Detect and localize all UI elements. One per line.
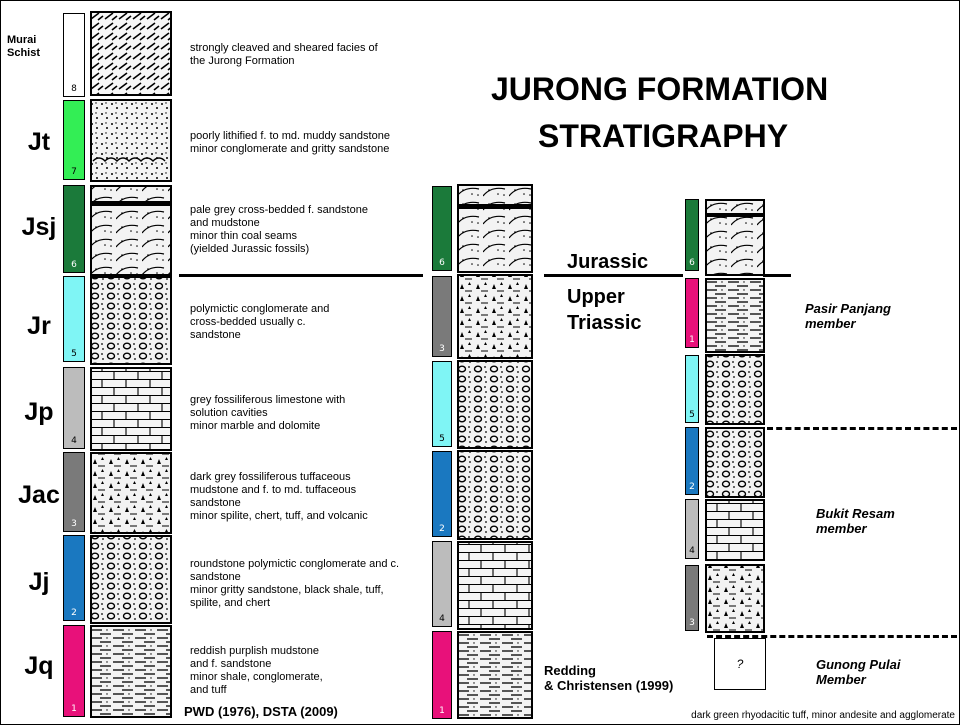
middle-swatch-number: 2	[439, 524, 445, 534]
unit-code-murai-schist: Murai Schist	[7, 34, 41, 59]
right-lithology-column	[705, 199, 765, 633]
member-boundary-upper	[767, 427, 957, 430]
right-swatch-2: 2	[685, 427, 699, 495]
unit-description-jp: grey fossiliferous limestone with soluti…	[190, 394, 346, 432]
unit-description-jt: poorly lithified f. to md. muddy sandsto…	[190, 130, 390, 155]
unit-description-jac: dark grey fossiliferous tuffaceous mudst…	[190, 471, 368, 522]
left-swatch-4: 4	[63, 367, 85, 449]
right-swatch-1: 1	[685, 278, 699, 348]
period-label-upper: Upper	[567, 286, 625, 308]
period-label-triassic: Triassic	[567, 312, 642, 334]
jurassic-triassic-boundary-right	[763, 274, 791, 277]
middle-swatch-number: 5	[439, 434, 445, 444]
unit-code-jt: Jt	[27, 128, 51, 156]
unit-code-jj: Jj	[28, 568, 50, 596]
unit-description-murai-schist: strongly cleaved and sheared facies of t…	[190, 42, 378, 67]
unit-code-jsj: Jsj	[21, 213, 57, 241]
left-swatch-number: 5	[71, 349, 77, 359]
right-swatch-number: 4	[689, 546, 695, 556]
right-swatch-6: 6	[685, 199, 699, 271]
left-swatch-3: 3	[63, 452, 85, 532]
left-swatch-number: 1	[71, 704, 77, 714]
right-swatch-number: 3	[689, 618, 695, 628]
right-swatch-number: 6	[689, 258, 695, 268]
jurassic-triassic-boundary-middle	[544, 274, 683, 277]
unit-description-jq: reddish purplish mudstone and f. sandsto…	[190, 645, 323, 696]
left-swatch-8: 8	[63, 13, 85, 97]
unit-code-jq: Jq	[24, 652, 54, 680]
member-boundary-lower	[707, 635, 957, 638]
member-label-pasir-panjang: Pasir Panjang member	[805, 301, 891, 331]
left-swatch-7: 7	[63, 100, 85, 180]
left-swatch-1: 1	[63, 625, 85, 717]
left-swatch-6: 6	[63, 185, 85, 273]
middle-swatch-number: 6	[439, 258, 445, 268]
footnote: dark green rhyodacitic tuff, minor andes…	[691, 710, 955, 721]
right-swatch-3: 3	[685, 565, 699, 631]
right-swatch-number: 2	[689, 482, 695, 492]
middle-swatch-6: 6	[432, 186, 452, 271]
unit-description-jr: polymictic conglomerate and cross-bedded…	[190, 303, 330, 341]
left-swatch-2: 2	[63, 535, 85, 621]
unit-code-jr: Jr	[27, 312, 51, 340]
left-swatch-number: 6	[71, 260, 77, 270]
unit-code-jac: Jac	[18, 481, 60, 509]
right-swatch-4: 4	[685, 499, 699, 559]
middle-swatch-number: 1	[439, 706, 445, 716]
right-swatch-5: 5	[685, 355, 699, 423]
middle-swatch-2: 2	[432, 451, 452, 537]
jurassic-triassic-boundary-left	[179, 274, 423, 277]
right-swatch-number: 5	[689, 410, 695, 420]
diagram-title-line1: JURONG FORMATION	[491, 71, 829, 107]
unit-code-jp: Jp	[24, 398, 54, 426]
left-lithology-column	[90, 11, 172, 718]
middle-swatch-4: 4	[432, 541, 452, 627]
left-swatch-number: 4	[71, 436, 77, 446]
middle-column-reference: Redding & Christensen (1999)	[544, 663, 674, 693]
middle-swatch-5: 5	[432, 361, 452, 447]
unit-description-jsj: pale grey cross-bedded f. sandstone and …	[190, 204, 368, 255]
unit-description-jj: roundstone polymictic conglomerate and c…	[190, 558, 400, 609]
left-swatch-number: 3	[71, 519, 77, 529]
middle-swatch-number: 4	[439, 614, 445, 624]
middle-swatch-number: 3	[439, 344, 445, 354]
unknown-unit-box: ?	[714, 638, 766, 690]
left-column-reference: PWD (1976), DSTA (2009)	[184, 704, 338, 719]
middle-swatch-3: 3	[432, 276, 452, 357]
left-swatch-5: 5	[63, 276, 85, 362]
middle-lithology-column	[457, 184, 533, 719]
member-label-gunong-pulai: Gunong Pulai Member	[816, 657, 901, 687]
left-swatch-number: 8	[71, 84, 77, 94]
right-swatch-number: 1	[689, 335, 695, 345]
left-swatch-number: 7	[71, 167, 77, 177]
period-label-jurassic: Jurassic	[567, 251, 649, 273]
diagram-title-line2: STRATIGRAPHY	[538, 118, 789, 154]
member-label-bukit-resam: Bukit Resam member	[816, 506, 895, 536]
middle-swatch-1: 1	[432, 631, 452, 719]
left-swatch-number: 2	[71, 608, 77, 618]
